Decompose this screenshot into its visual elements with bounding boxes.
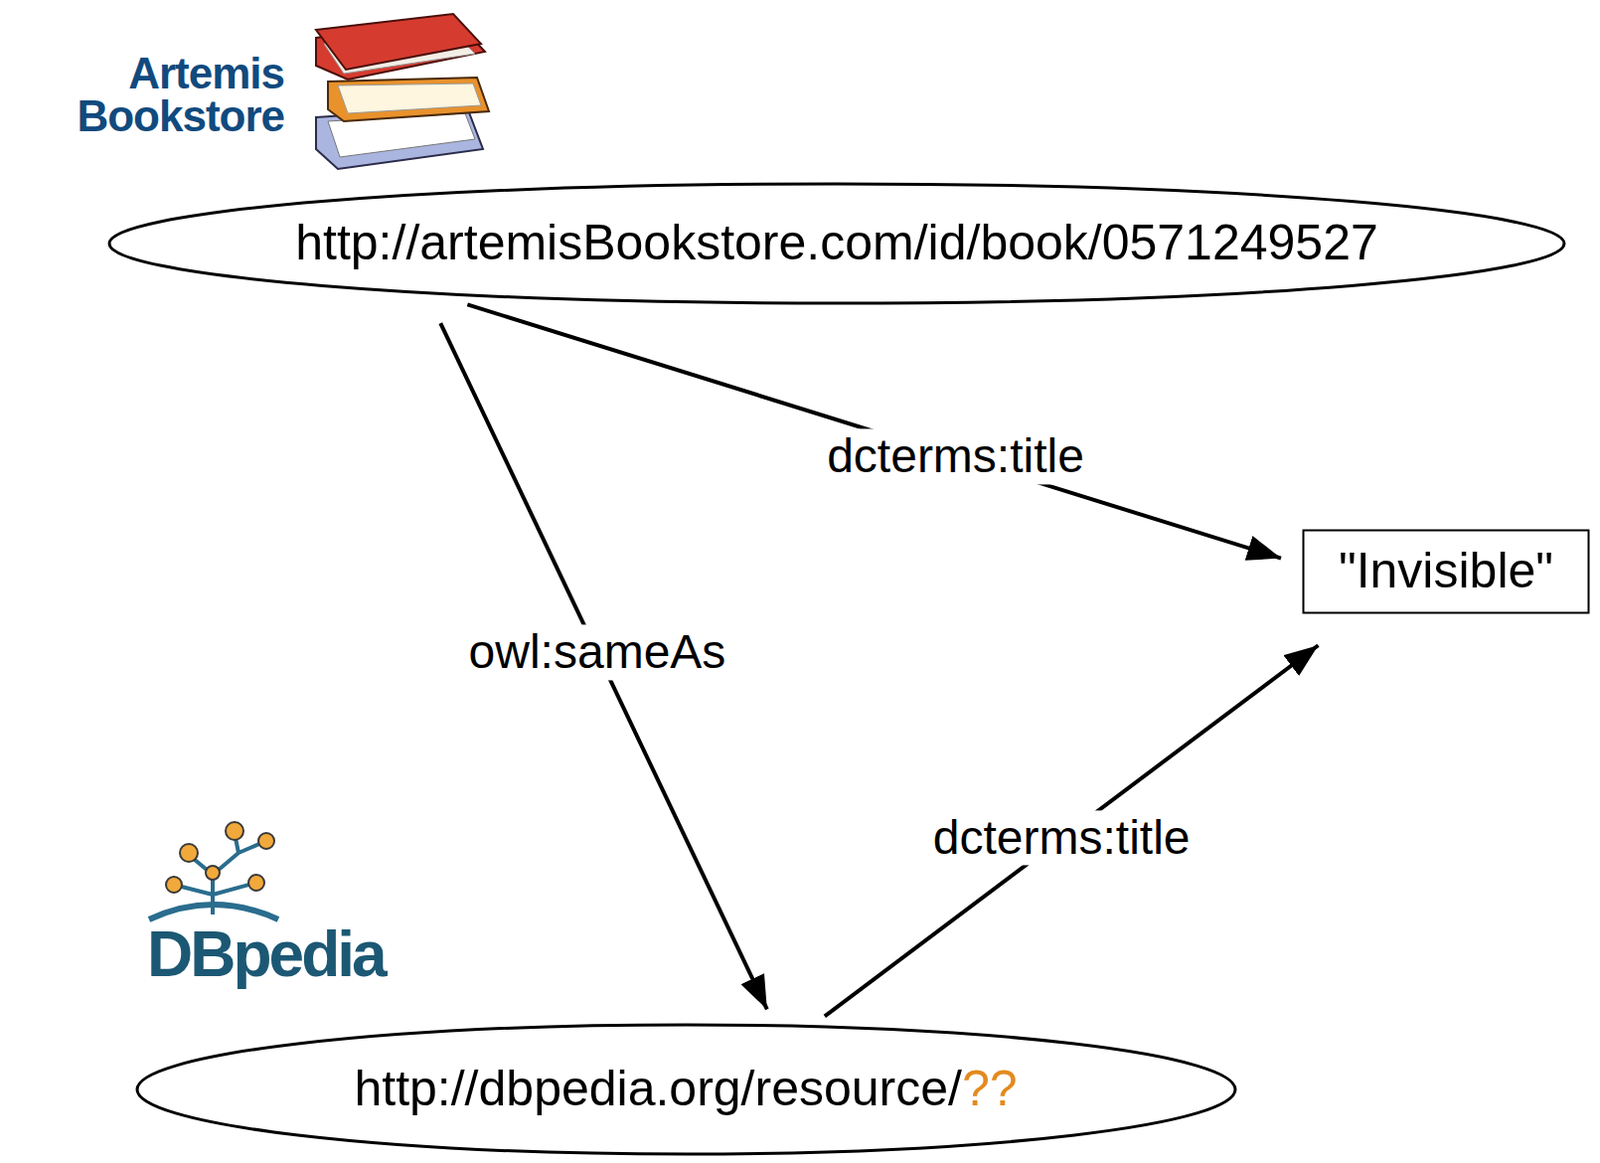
uri-ellipse: http://artemisBookstore.com/id/book/0571… (107, 181, 1567, 306)
dbpedia-tree-icon (149, 821, 279, 920)
node-text: ?? (961, 1060, 1018, 1119)
node-text: "Invisible" (1338, 542, 1554, 601)
node-text: http://dbpedia.org/resource/ (353, 1060, 962, 1119)
edge-label: dcterms:title (818, 429, 1093, 484)
node-text-group: "Invisible" (1338, 542, 1554, 601)
uri-ellipse: http://dbpedia.org/resource/?? (135, 1022, 1238, 1156)
logo-text: DBpedia (147, 922, 386, 986)
ellipse-outline (137, 1024, 1236, 1154)
books-icon (316, 13, 489, 169)
property-arrow (467, 304, 1281, 558)
node-text-group: http://dbpedia.org/resource/?? (353, 1060, 1017, 1119)
node-text: http://artemisBookstore.com/id/book/0571… (295, 214, 1379, 273)
ellipse-outline (109, 183, 1565, 304)
node-text-group: http://artemisBookstore.com/id/book/0571… (295, 214, 1379, 273)
edge-label: dcterms:title (925, 810, 1199, 866)
logo-text: Artemis Bookstore (29, 51, 285, 138)
edge-label: owl:sameAs (461, 625, 735, 680)
sameas-arrow (440, 322, 768, 1009)
property-arrow (824, 644, 1319, 1016)
rect-outline (1303, 530, 1590, 614)
literal-box: "Invisible" (1301, 528, 1591, 615)
